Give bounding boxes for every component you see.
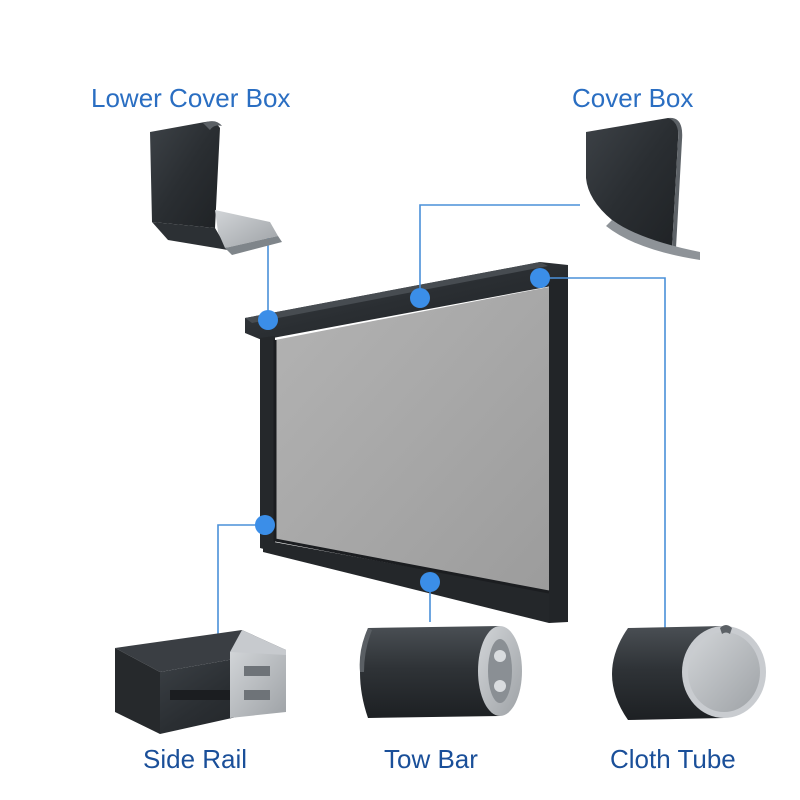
- screen-right-rail: [549, 276, 568, 623]
- side-rail-part: [115, 630, 286, 734]
- callout-dot-cloth-tube: [530, 268, 550, 288]
- callout-dots: [255, 268, 550, 592]
- callout-line-cover-box: [419, 204, 580, 298]
- screen-cover-box: [245, 262, 568, 340]
- label-lower-cover-box: Lower Cover Box: [91, 83, 291, 113]
- callout-dot-tow-bar: [420, 572, 440, 592]
- screen-fabric: [275, 287, 549, 592]
- callout-dot-lower-cover-box: [258, 310, 278, 330]
- lower-cover-box-part: [150, 121, 282, 255]
- callout-dot-cover-box: [410, 288, 430, 308]
- cover-box-part: [586, 117, 700, 260]
- screen-bottom-bar: [263, 540, 549, 623]
- screen-assembly: [245, 262, 568, 623]
- cloth-tube-part: [612, 625, 766, 720]
- screen-left-rail: [260, 336, 275, 552]
- callout-line-side-rail: [217, 524, 265, 642]
- callout-dot-side-rail: [255, 515, 275, 535]
- label-tow-bar: Tow Bar: [384, 744, 478, 774]
- tow-bar-part: [359, 626, 522, 718]
- label-cover-box: Cover Box: [572, 83, 694, 113]
- label-cloth-tube: Cloth Tube: [610, 744, 736, 774]
- callout-line-cloth-tube: [540, 277, 666, 628]
- label-side-rail: Side Rail: [143, 744, 248, 774]
- callout-lines: [217, 204, 666, 642]
